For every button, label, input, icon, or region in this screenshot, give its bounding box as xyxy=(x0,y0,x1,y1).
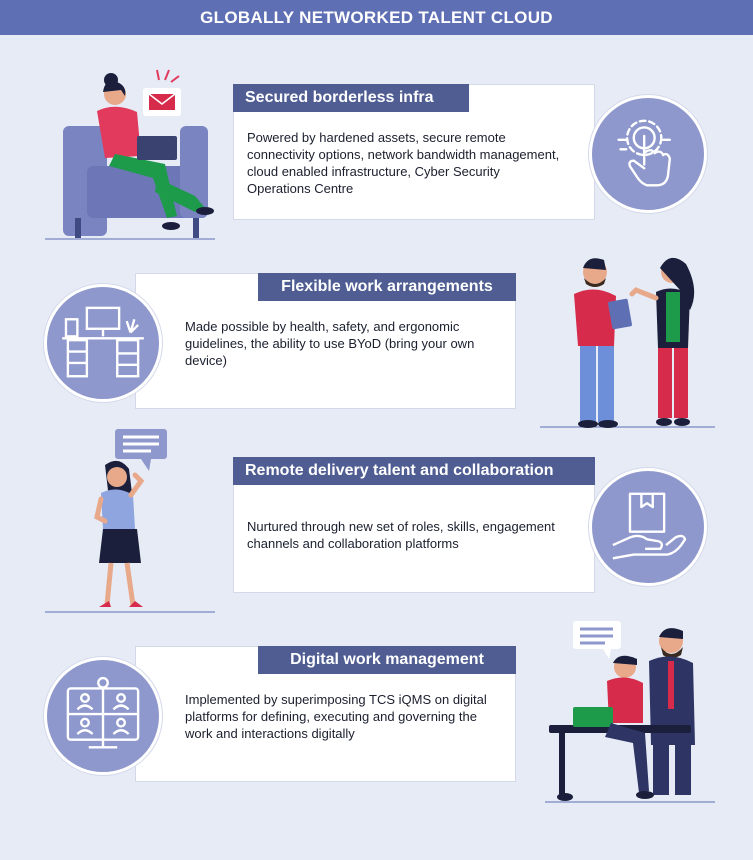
woman-on-sofa-illustration xyxy=(45,66,220,240)
page-title: GLOBALLY NETWORKED TALENT CLOUD xyxy=(200,7,553,27)
title-bar: GLOBALLY NETWORKED TALENT CLOUD xyxy=(0,0,753,35)
touch-hand-icon xyxy=(589,95,707,213)
two-colleagues-illustration xyxy=(540,250,715,430)
two-men-at-laptop-illustration xyxy=(545,615,715,805)
section-label-1: Secured borderless infra xyxy=(233,84,469,112)
section-description-1: Powered by hardened assets, secure remot… xyxy=(247,130,560,196)
hand-with-package-icon xyxy=(589,468,707,586)
section-label-4: Digital work management xyxy=(258,646,516,674)
section-description-2: Made possible by health, safety, and erg… xyxy=(185,319,475,368)
section-description-3: Nurtured through new set of roles, skill… xyxy=(247,519,555,551)
section-label-2: Flexible work arrangements xyxy=(258,273,516,301)
section-label-3: Remote delivery talent and collaboration xyxy=(233,457,595,485)
section-description-4: Implemented by superimposing TCS iQMS on… xyxy=(185,692,487,741)
woman-on-phone-illustration xyxy=(45,425,220,615)
video-conference-icon xyxy=(44,657,162,775)
desk-icon xyxy=(44,284,162,402)
